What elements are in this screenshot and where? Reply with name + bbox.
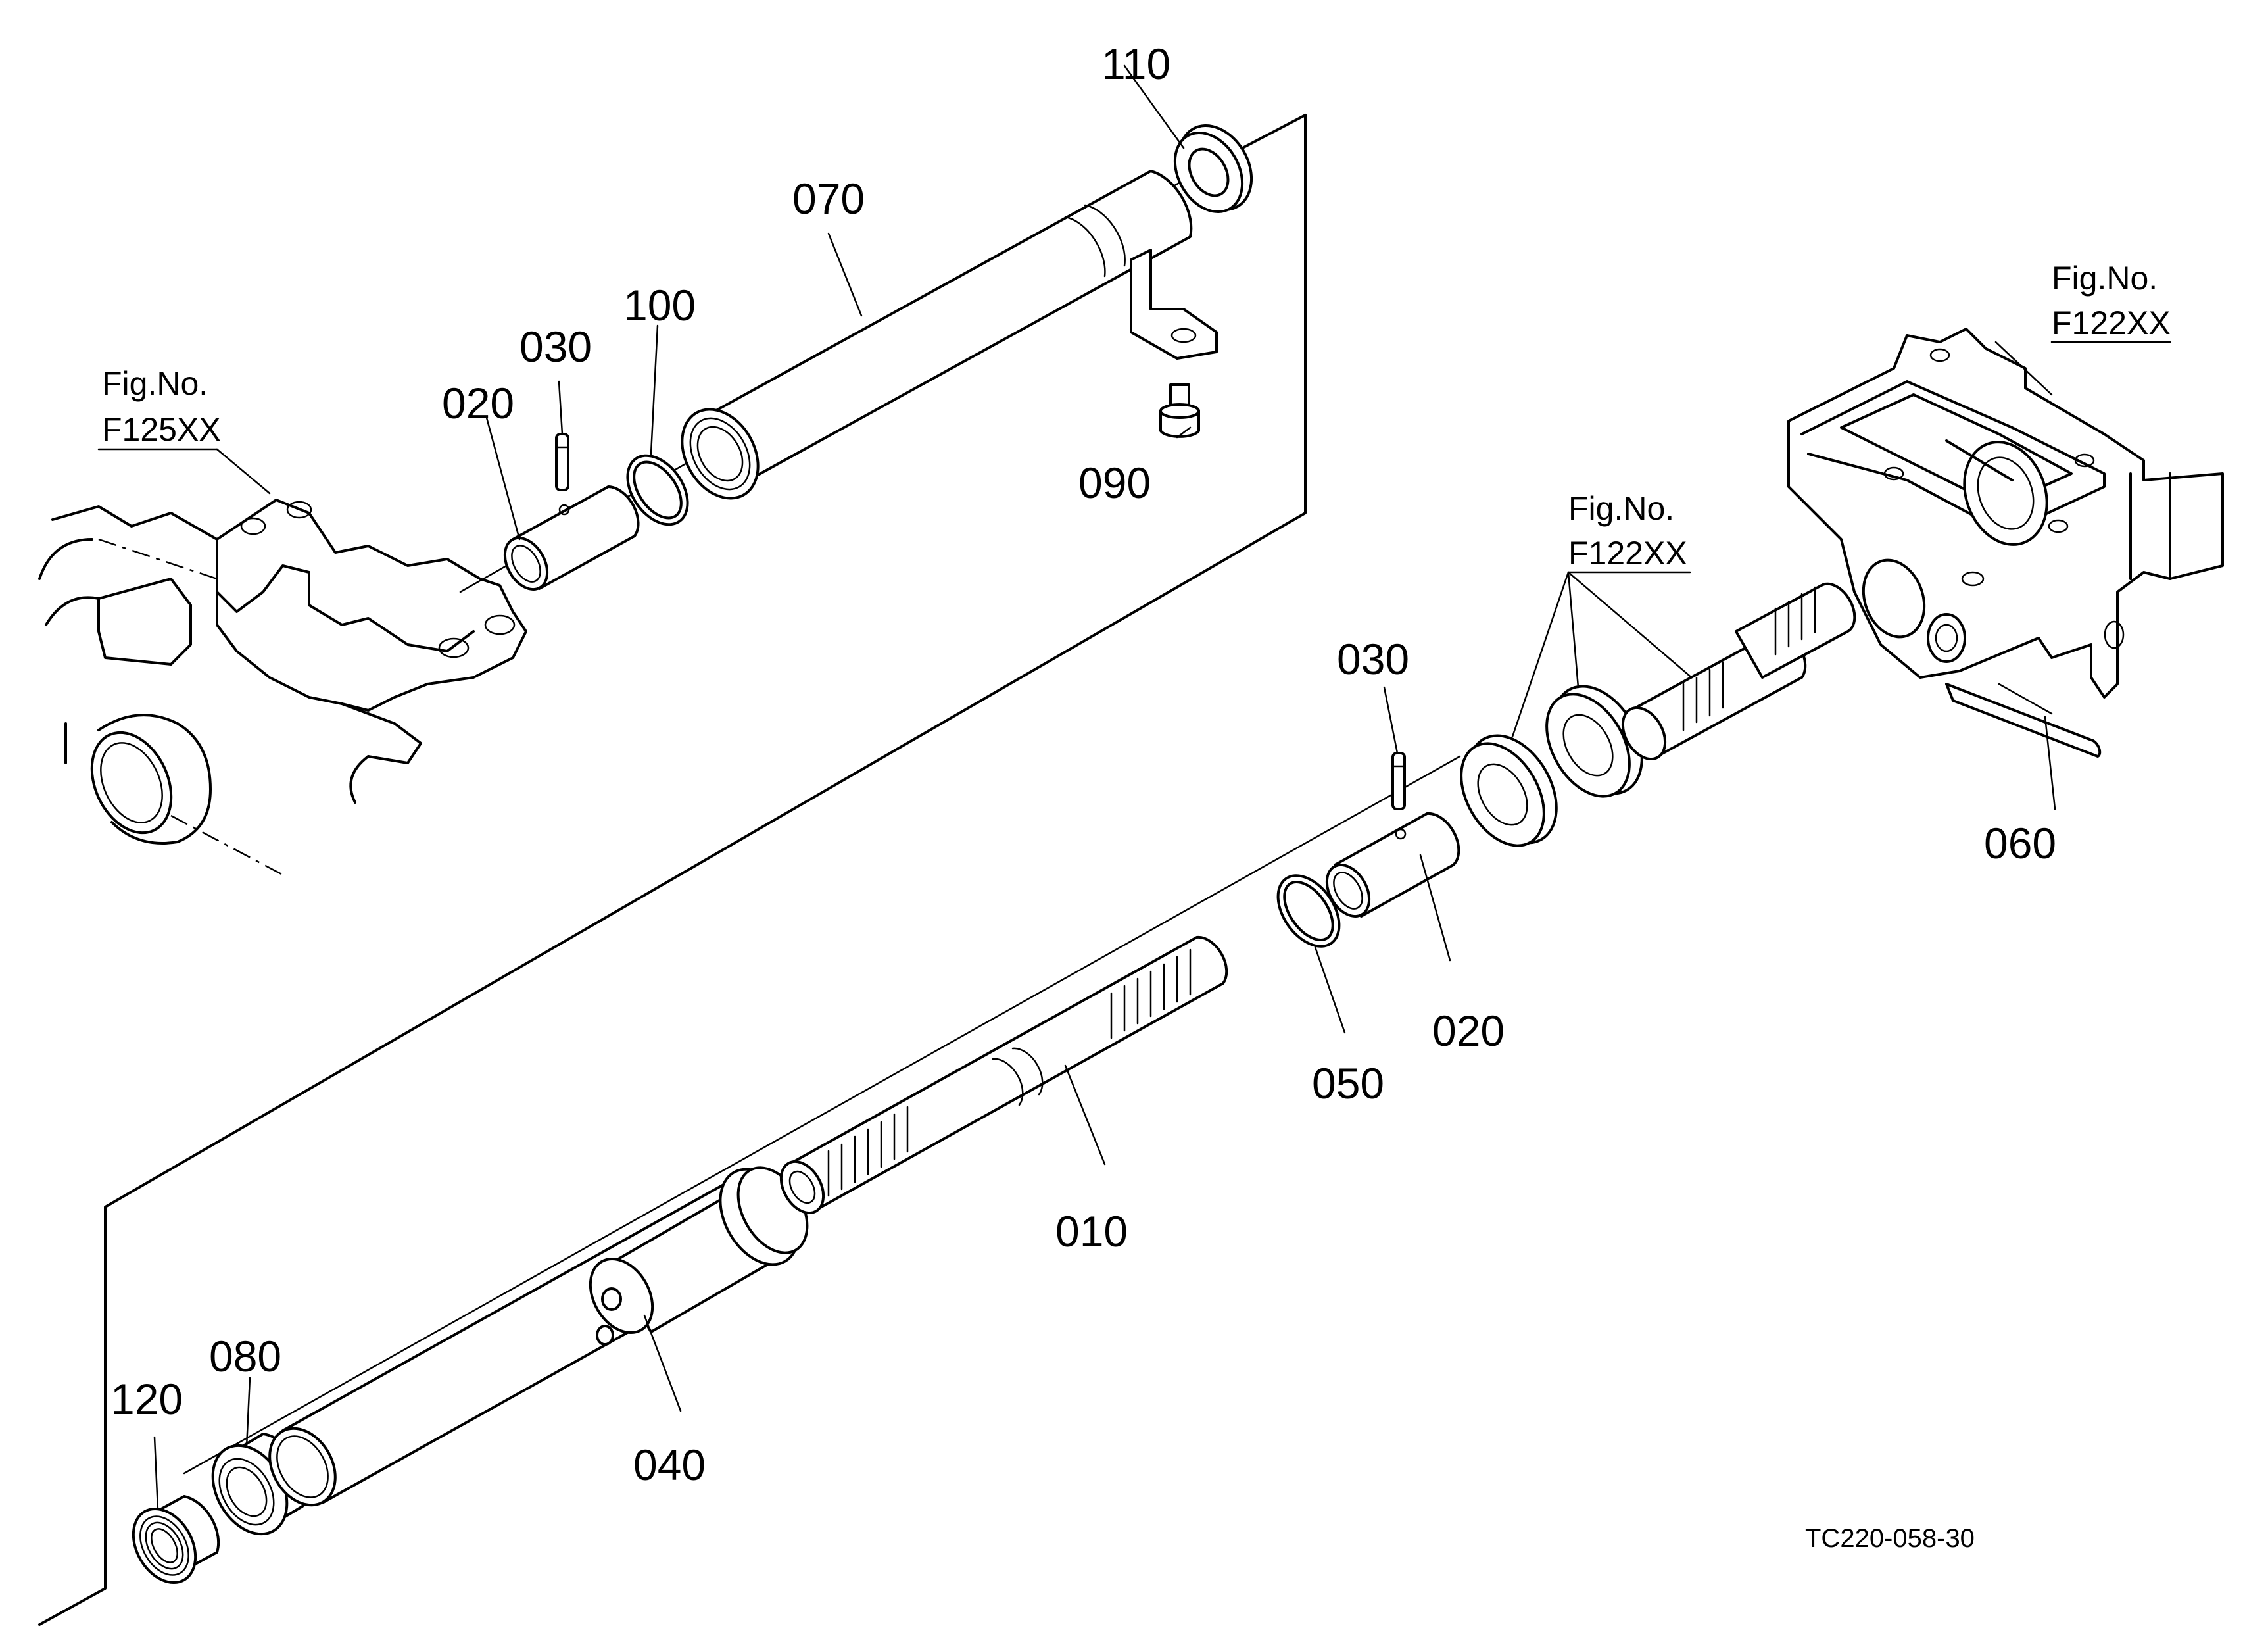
label-120: 120 [110,1375,183,1423]
leader-f122-right [1994,341,2053,396]
lower-axis-line [183,755,1461,1475]
tube-040[interactable] [256,1155,821,1517]
figref-mid-title: Fig.No. [1568,490,1674,527]
shaft-010[interactable] [773,935,1228,1220]
figref-left-title: Fig.No. [102,365,208,402]
drawing-code: TC220-058-30 [1805,1524,1975,1553]
label-040: 040 [633,1440,706,1489]
label-050: 050 [1312,1059,1384,1108]
right-housing-f122 [1787,328,2224,699]
leader-060-ext [1998,683,2053,715]
bearing-110[interactable] [1161,112,1266,224]
leader-f122-c [1567,571,1704,689]
part-leaders [153,64,2056,1511]
label-010: 010 [1055,1207,1128,1256]
cap-120[interactable] [121,1495,220,1594]
label-020-lower: 020 [1432,1006,1505,1055]
output-shaft [1621,582,1856,760]
bearing-pair-f122 [1460,685,1643,847]
label-070: 070 [792,174,865,223]
label-080: 080 [209,1332,281,1381]
figref-mid-code: F122XX [1568,535,1687,572]
label-110: 110 [1101,39,1170,88]
label-030-lower: 030 [1337,635,1409,683]
pin-060[interactable] [1945,683,2102,758]
leader-f122-b [1567,571,1580,689]
oring-100[interactable] [615,445,700,536]
bushing-020-lower[interactable] [1318,812,1460,923]
bushing-020-upper[interactable] [496,485,640,597]
label-030-upper: 030 [519,322,592,371]
pin-030-lower[interactable] [1391,752,1406,810]
tube-070[interactable] [667,170,1218,512]
figref-right-code: F122XX [2052,305,2171,341]
figref-right-title: Fig.No. [2052,260,2158,297]
left-housing-f125 [38,499,527,876]
label-090: 090 [1078,458,1151,507]
figref-left-code: F125XX [102,411,221,448]
label-060: 060 [1984,819,2056,868]
label-020-upper: 020 [442,379,514,428]
label-100: 100 [623,281,696,330]
oring-050[interactable] [1265,864,1351,958]
leader-f125 [216,448,271,495]
pin-030-upper[interactable] [555,433,570,516]
assembly-frame-top [1235,114,1307,153]
leader-f122-a [1511,571,1570,738]
bolt-090[interactable] [1159,383,1200,438]
assembly-frame [38,114,1307,1626]
